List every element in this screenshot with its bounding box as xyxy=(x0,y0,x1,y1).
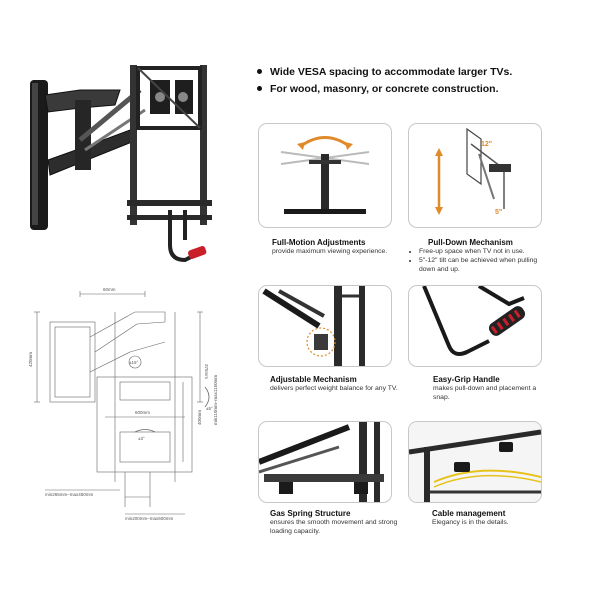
feature-title: Full-Motion Adjustments xyxy=(272,238,366,247)
pull-down-illustration: 12" 5" xyxy=(435,127,511,216)
feature-desc: provide maximum viewing experience. xyxy=(272,248,388,255)
feature-title: Adjustable Mechanism xyxy=(270,375,357,384)
feature-desc: ensures the smooth movement and strong l… xyxy=(270,519,398,535)
bullet-dot-icon xyxy=(257,86,262,92)
feature-list: Free-up space when TV not in use. 5"-12"… xyxy=(412,247,552,274)
dim-tilt: ±5° xyxy=(206,406,213,411)
feature-desc: delivers perfect weight balance for any … xyxy=(270,385,398,392)
feature-title: Gas Spring Structure xyxy=(270,509,351,518)
dim-bottom-left: min265mm–max450mm xyxy=(45,492,94,497)
feature-list-item: Free-up space when TV not in use. xyxy=(419,247,552,256)
cable-line-icon xyxy=(433,469,541,483)
pull-down-label-top: 12" xyxy=(481,141,492,148)
feature-card-pull-down: 12" 5" xyxy=(408,123,542,228)
feature-text-adjustable: Adjustable Mechanism delivers perfect we… xyxy=(270,375,405,393)
dim-left-height: 420mm xyxy=(28,352,33,367)
feature-title: Pull-Down Mechanism xyxy=(428,238,513,247)
feature-desc: Elegancy is in the details. xyxy=(432,519,509,526)
dimension-diagram: 60mm 420mm 375mm ±15° ±5° 600mm ±3° min2… xyxy=(25,282,220,522)
feature-desc: makes pull-down and placement a snap. xyxy=(433,385,537,401)
angle-indicator-icon xyxy=(128,355,142,369)
feature-bullets: Wide VESA spacing to accommodate larger … xyxy=(255,64,585,98)
feature-text-easy-grip: Easy-Grip Handle makes pull-down and pla… xyxy=(433,375,553,402)
feature-card-full-motion xyxy=(258,123,392,228)
feature-text-full-motion: Full-Motion Adjustments provide maximum … xyxy=(272,238,402,256)
product-hero-image xyxy=(20,50,250,275)
dimension-drawing: 60mm 420mm 375mm ±15° ±5° 600mm ±3° min2… xyxy=(28,287,218,521)
dim-rotate: ±3° xyxy=(138,436,145,441)
feature-title: Cable management xyxy=(432,509,506,518)
feature-card-adjustable xyxy=(258,285,392,367)
bullet-item: Wide VESA spacing to accommodate larger … xyxy=(255,64,585,81)
dim-vesa-width: 600mm xyxy=(135,410,150,415)
dim-bottom-right: min200mm–max600mm xyxy=(125,516,174,521)
dim-angle: ±15° xyxy=(129,360,138,365)
rotation-arrow-icon xyxy=(300,136,350,148)
feature-text-gas-spring: Gas Spring Structure ensures the smooth … xyxy=(270,509,400,536)
adjust-highlight-icon xyxy=(306,327,336,357)
cable-illustration xyxy=(409,422,541,502)
bullet-dot-icon xyxy=(257,69,262,75)
feature-text-pull-down: Pull-Down Mechanism Free-up space when T… xyxy=(412,238,552,274)
feature-card-gas-spring xyxy=(258,421,392,503)
dim-side-v1: min110mm–max1150mm xyxy=(213,375,218,425)
pull-down-label-bottom: 5" xyxy=(495,209,502,216)
cable-clip-icon xyxy=(454,462,470,472)
feature-list-item: 5"-12" tilt can be achieved when pulling… xyxy=(419,256,552,274)
full-motion-illustration xyxy=(280,136,370,214)
feature-card-cable xyxy=(408,421,542,503)
adjustable-illustration xyxy=(262,286,365,366)
tv-mount-illustration xyxy=(30,65,212,263)
bullet-item: For wood, masonry, or concrete construct… xyxy=(255,81,585,98)
feature-text-cable: Cable management Elegancy is in the deta… xyxy=(432,509,552,527)
dim-right-height: 375mm xyxy=(204,364,209,379)
gas-spring-illustration xyxy=(259,422,384,502)
dim-width-top: 60mm xyxy=(103,287,116,292)
dim-side-v2: 400mm xyxy=(197,410,202,425)
feature-title: Easy-Grip Handle xyxy=(433,375,500,384)
feature-card-easy-grip xyxy=(408,285,542,367)
easy-grip-illustration xyxy=(422,286,526,356)
